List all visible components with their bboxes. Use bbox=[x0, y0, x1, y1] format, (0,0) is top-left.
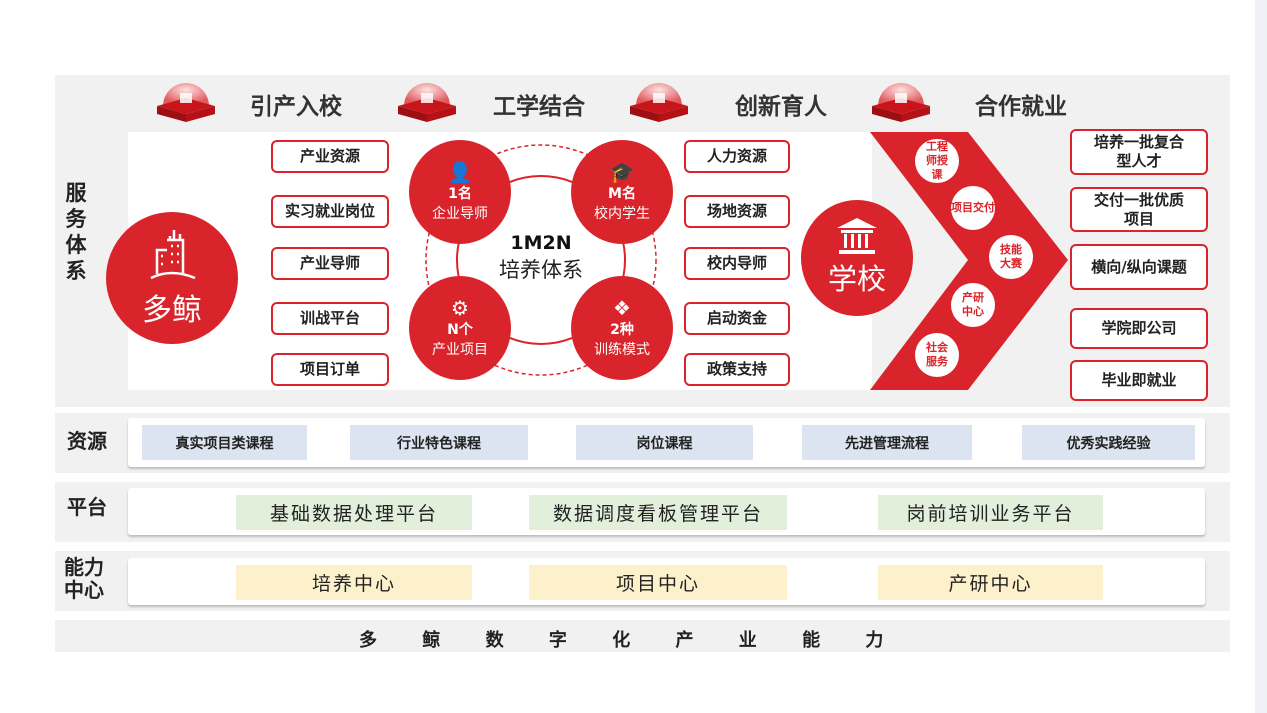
company-resource-item: 实习就业岗位 bbox=[271, 195, 389, 228]
footer-char: 多 bbox=[359, 630, 377, 651]
core-node-label: 校内学生 bbox=[594, 206, 650, 222]
school-resource-item: 场地资源 bbox=[684, 195, 790, 228]
core-node-label: 企业导师 bbox=[432, 206, 488, 222]
core-node-label: 训练模式 bbox=[594, 342, 650, 358]
core-node-count: N个 bbox=[447, 322, 473, 338]
chevron-item: 项目交付 bbox=[951, 186, 995, 230]
outcome-item: 毕业即就业 bbox=[1070, 360, 1208, 401]
section-label-capability: 能力中心 bbox=[64, 555, 104, 602]
core-rings bbox=[425, 144, 657, 376]
school-resource-item: 人力资源 bbox=[684, 140, 790, 173]
chevron-item: 社会服务 bbox=[915, 333, 959, 377]
footer-char: 业 bbox=[738, 630, 757, 651]
footer-char: 能 bbox=[802, 630, 821, 651]
header-label: 工学结合 bbox=[493, 94, 585, 120]
footer-char: 化 bbox=[612, 630, 631, 651]
school-resource-item: 启动资金 bbox=[684, 302, 790, 335]
city-building-icon bbox=[150, 229, 196, 279]
resource-item: 先进管理流程 bbox=[802, 425, 972, 460]
header-label: 引产入校 bbox=[250, 94, 342, 120]
footer-char: 数 bbox=[485, 630, 504, 651]
capability-center-item: 产研中心 bbox=[878, 565, 1103, 600]
company-resource-item: 项目订单 bbox=[271, 353, 389, 386]
platform-item: 数据调度看板管理平台 bbox=[529, 495, 787, 530]
school-resource-item: 校内导师 bbox=[684, 247, 790, 280]
section-label-platform: 平台 bbox=[67, 495, 107, 519]
gear-person-icon: ⚙ bbox=[451, 296, 469, 320]
company-resource-item: 训战平台 bbox=[271, 302, 389, 335]
institution-icon bbox=[837, 218, 877, 254]
core-title: 1M2N bbox=[510, 232, 572, 254]
school-name: 学校 bbox=[827, 262, 886, 296]
resource-item: 岗位课程 bbox=[576, 425, 753, 460]
person-icon bbox=[628, 78, 690, 124]
core-subtitle: 培养体系 bbox=[499, 258, 583, 282]
building-icon bbox=[155, 78, 217, 124]
resource-item: 优秀实践经验 bbox=[1022, 425, 1195, 460]
outcome-item: 学院即公司 bbox=[1070, 308, 1208, 349]
outcome-item: 横向/纵向课题 bbox=[1070, 244, 1208, 290]
core-node-count: M名 bbox=[608, 186, 636, 202]
company-resource-item: 产业资源 bbox=[271, 140, 389, 173]
mentor-icon: 👤 bbox=[447, 160, 473, 184]
chevron-arrow bbox=[870, 132, 1068, 390]
footer-char: 力 bbox=[865, 630, 884, 651]
footer-band bbox=[55, 620, 1230, 652]
diamond-pattern-icon: ❖ bbox=[613, 296, 631, 320]
capability-center-item: 培养中心 bbox=[236, 565, 472, 600]
section-label-service: 服务体系 bbox=[65, 181, 87, 283]
core-node: ⚙ N个 产业项目 bbox=[409, 276, 511, 380]
footer-char: 鲸 bbox=[422, 630, 441, 651]
capability-center-item: 项目中心 bbox=[529, 565, 787, 600]
school-resource-item: 政策支持 bbox=[684, 353, 790, 386]
outer-dashed-ring bbox=[425, 144, 657, 376]
outcome-item: 交付一批优质项目 bbox=[1070, 187, 1208, 232]
core-node-label: 产业项目 bbox=[432, 342, 488, 358]
company-resource-item: 产业导师 bbox=[271, 247, 389, 280]
presentation-board-icon bbox=[396, 78, 458, 124]
chevron-item: 技能大赛 bbox=[989, 235, 1033, 279]
platform-item: 岗前培训业务平台 bbox=[878, 495, 1103, 530]
inner-solid-ring bbox=[456, 175, 626, 345]
school-circle: 学校 bbox=[801, 200, 913, 316]
company-name: 多鲸 bbox=[142, 292, 202, 328]
company-circle: 多鲸 bbox=[106, 212, 238, 344]
platform-item: 基础数据处理平台 bbox=[236, 495, 472, 530]
resource-item: 真实项目类课程 bbox=[142, 425, 307, 460]
header-label: 合作就业 bbox=[975, 94, 1067, 120]
core-node: 🎓 M名 校内学生 bbox=[571, 140, 673, 244]
resource-item: 行业特色课程 bbox=[350, 425, 528, 460]
chevron-item: 产研中心 bbox=[951, 283, 995, 327]
outcome-item: 培养一批复合型人才 bbox=[1070, 129, 1208, 175]
footer-char: 产 bbox=[675, 630, 694, 651]
chevron-item: 工程师授课 bbox=[915, 139, 959, 183]
core-node: ❖ 2种 训练模式 bbox=[571, 276, 673, 380]
section-label-resources: 资源 bbox=[67, 429, 107, 453]
core-node-count: 2种 bbox=[610, 322, 634, 338]
footer-char: 字 bbox=[548, 630, 567, 651]
core-node: 👤 1名 企业导师 bbox=[409, 140, 511, 244]
briefcase-icon bbox=[870, 78, 932, 124]
header-label: 创新育人 bbox=[735, 94, 827, 120]
graduation-cap-icon: 🎓 bbox=[609, 160, 635, 184]
core-node-count: 1名 bbox=[448, 186, 472, 202]
